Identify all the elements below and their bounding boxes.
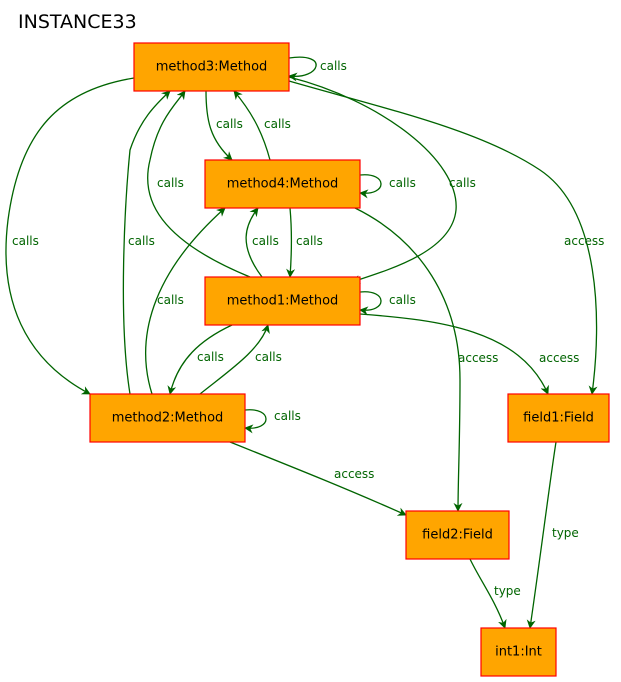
edge-method4-to-method4: calls xyxy=(359,174,416,199)
edge-arrow xyxy=(288,76,457,284)
edge-label: calls xyxy=(157,176,184,190)
node-box xyxy=(89,393,246,443)
edge-method3-to-method4: calls xyxy=(205,90,243,161)
edge-method3-to-method2: calls xyxy=(5,77,135,395)
edge-label: type xyxy=(494,584,521,598)
edge-method2-to-method3: calls xyxy=(122,90,171,395)
node-method4: method4:Method xyxy=(204,159,361,209)
edge-label: calls xyxy=(274,409,301,423)
edge-method2-to-method1: calls xyxy=(199,324,282,395)
edge-arrow xyxy=(469,558,507,629)
node-label: method1:Method xyxy=(227,294,339,309)
edge-arrow xyxy=(147,90,251,278)
edge-method3-to-field1: access xyxy=(288,80,604,395)
edge-field1-to-int1: type xyxy=(526,441,579,629)
edge-label: calls xyxy=(12,234,39,248)
edge-label: access xyxy=(539,351,579,365)
edge-method4-to-method1: calls xyxy=(286,207,323,278)
edge-method4-to-method3: calls xyxy=(233,90,291,161)
edge-label: calls xyxy=(296,234,323,248)
node-box xyxy=(480,627,557,677)
edge-arrow xyxy=(245,207,263,278)
edge-label: calls xyxy=(252,234,279,248)
edge-method2-to-method2: calls xyxy=(244,409,301,434)
nodes-layer: method3:Method method4:Method method1:Meth… xyxy=(89,42,610,677)
node-label: int1:Int xyxy=(495,645,542,660)
node-box xyxy=(507,393,610,443)
diagram-title: INSTANCE33 xyxy=(18,11,137,33)
edge-arrow xyxy=(145,207,226,395)
edge-method1-to-method4: calls xyxy=(245,207,279,278)
edge-method2-to-method4: calls xyxy=(145,207,226,395)
node-label: method3:Method xyxy=(156,60,268,75)
edge-method2-to-field2: access xyxy=(229,441,407,516)
edge-label: calls xyxy=(128,234,155,248)
node-int1: int1:Int xyxy=(480,627,557,677)
edge-arrow xyxy=(5,77,135,395)
edge-method1-to-method3: calls xyxy=(147,90,251,278)
edge-arrow xyxy=(199,324,270,395)
edge-label: access xyxy=(458,351,498,365)
edge-arrow xyxy=(286,207,296,278)
edge-arrow xyxy=(244,409,267,434)
edge-arrow xyxy=(359,313,549,395)
node-label: method4:Method xyxy=(227,177,339,192)
edge-label: access xyxy=(334,467,374,481)
node-field1: field1:Field xyxy=(507,393,610,443)
edge-label: calls xyxy=(197,350,224,364)
edge-label: calls xyxy=(320,59,347,73)
node-box xyxy=(204,276,361,326)
edge-arrow xyxy=(288,56,317,82)
edge-arrow xyxy=(354,207,463,512)
node-box xyxy=(405,510,510,560)
edge-label: type xyxy=(552,526,579,540)
edge-arrow xyxy=(205,90,233,161)
edge-arrow xyxy=(359,291,382,316)
node-box xyxy=(133,42,290,92)
edge-label: calls xyxy=(216,117,243,131)
edge-label: calls xyxy=(389,293,416,307)
node-field2: field2:Field xyxy=(405,510,510,560)
edge-method3-to-method1: calls xyxy=(288,76,476,284)
node-method3: method3:Method xyxy=(133,42,290,92)
edge-arrow xyxy=(229,441,407,516)
edge-method3-to-method3: calls xyxy=(288,56,347,82)
edge-arrow xyxy=(288,80,598,395)
node-label: method2:Method xyxy=(112,411,224,426)
edge-label: calls xyxy=(389,176,416,190)
edges-layer: calls calls calls calls calls calls calls calls… xyxy=(5,56,604,629)
node-method2: method2:Method xyxy=(89,393,246,443)
edge-field2-to-int1: type xyxy=(469,558,521,629)
edge-method4-to-field2: access xyxy=(354,207,498,512)
node-box xyxy=(204,159,361,209)
node-label: field1:Field xyxy=(523,411,594,426)
node-method1: method1:Method xyxy=(204,276,361,326)
edge-method1-to-method1: calls xyxy=(359,291,416,316)
edge-label: calls xyxy=(255,350,282,364)
edge-arrow xyxy=(526,441,557,629)
node-label: field2:Field xyxy=(422,528,493,543)
edge-arrow xyxy=(233,90,271,161)
edge-label: calls xyxy=(264,117,291,131)
edge-method1-to-field1: access xyxy=(359,313,579,395)
edge-label: calls xyxy=(157,293,184,307)
edge-label: access xyxy=(564,234,604,248)
edge-arrow xyxy=(167,324,233,395)
edge-method1-to-method2: calls xyxy=(167,324,233,395)
edge-arrow xyxy=(359,174,382,199)
edge-label: calls xyxy=(449,176,476,190)
edge-arrow xyxy=(122,90,171,395)
